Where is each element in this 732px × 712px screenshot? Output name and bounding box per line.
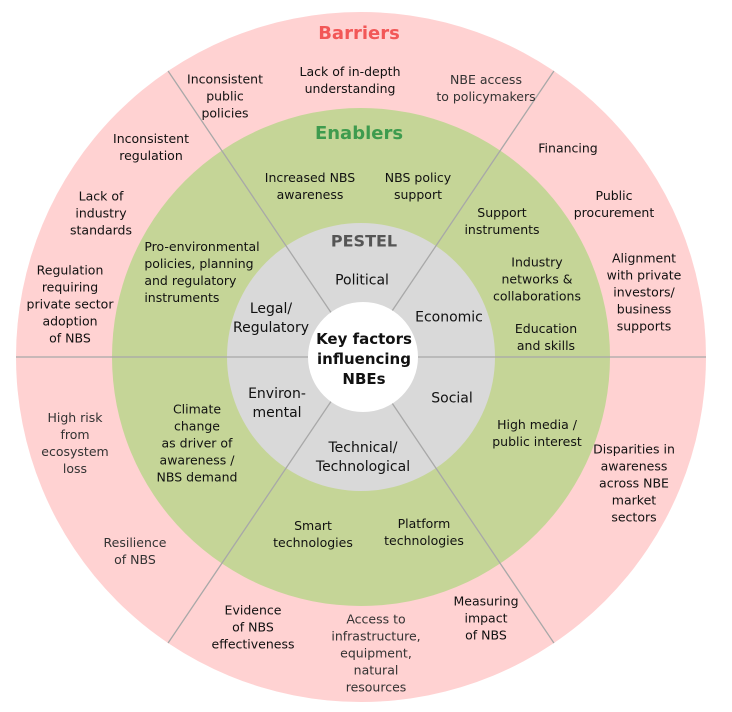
barrier-item: Regulation requiring private sector adop… — [26, 262, 114, 346]
enabler-item: NBS policy support — [384, 170, 452, 202]
pestel-social: Social — [431, 390, 473, 407]
enabler-item: Climate change as driver of awareness / … — [156, 401, 238, 485]
center-label: Key factors influencing NBEs — [316, 330, 412, 388]
barrier-item: Evidence of NBS effectiveness — [211, 602, 295, 652]
pestel-political: Political — [335, 272, 389, 289]
pestel-legal: Legal/ Regulatory — [232, 301, 310, 336]
enabler-item: Support instruments — [464, 205, 540, 237]
barriers-title: Barriers — [318, 23, 400, 44]
barrier-item: Alignment with private investors/ busine… — [606, 250, 682, 334]
barrier-item: Inconsistent public policies — [187, 71, 263, 121]
barrier-item: Access to infrastructure, equipment, nat… — [331, 611, 421, 695]
center-circle — [308, 302, 418, 412]
enabler-item: Pro-environmental policies, planning and… — [144, 239, 260, 305]
pestel-technical: Technical/ Technological — [315, 440, 411, 475]
enabler-item: Education and skills — [514, 321, 578, 353]
barrier-item: Public procurement — [573, 188, 655, 220]
enabler-item: Smart technologies — [273, 518, 353, 550]
pestel-economic: Economic — [415, 309, 483, 326]
barrier-item: Financing — [538, 140, 598, 156]
enabler-item: Platform technologies — [384, 516, 464, 548]
barrier-item: Inconsistent regulation — [113, 131, 189, 163]
pestel-title: PESTEL — [330, 231, 398, 251]
enabler-item: Industry networks & collaborations — [493, 254, 581, 304]
barrier-item: Lack of industry standards — [70, 188, 132, 238]
enabler-item: High media / public interest — [492, 417, 582, 449]
barrier-item: High risk from ecosystem loss — [41, 410, 109, 476]
barrier-item: Measuring impact of NBS — [453, 593, 519, 643]
enabler-item: Increased NBS awareness — [264, 170, 356, 202]
pestel-environmental: Environ- mental — [248, 386, 306, 421]
barrier-item: Disparities in awareness across NBE mark… — [593, 441, 675, 525]
barrier-item: NBE access to policymakers — [436, 72, 536, 104]
barrier-item: Resilience of NBS — [103, 535, 167, 567]
barrier-item: Lack of in-depth understanding — [299, 64, 401, 96]
enablers-title: Enablers — [314, 123, 404, 144]
